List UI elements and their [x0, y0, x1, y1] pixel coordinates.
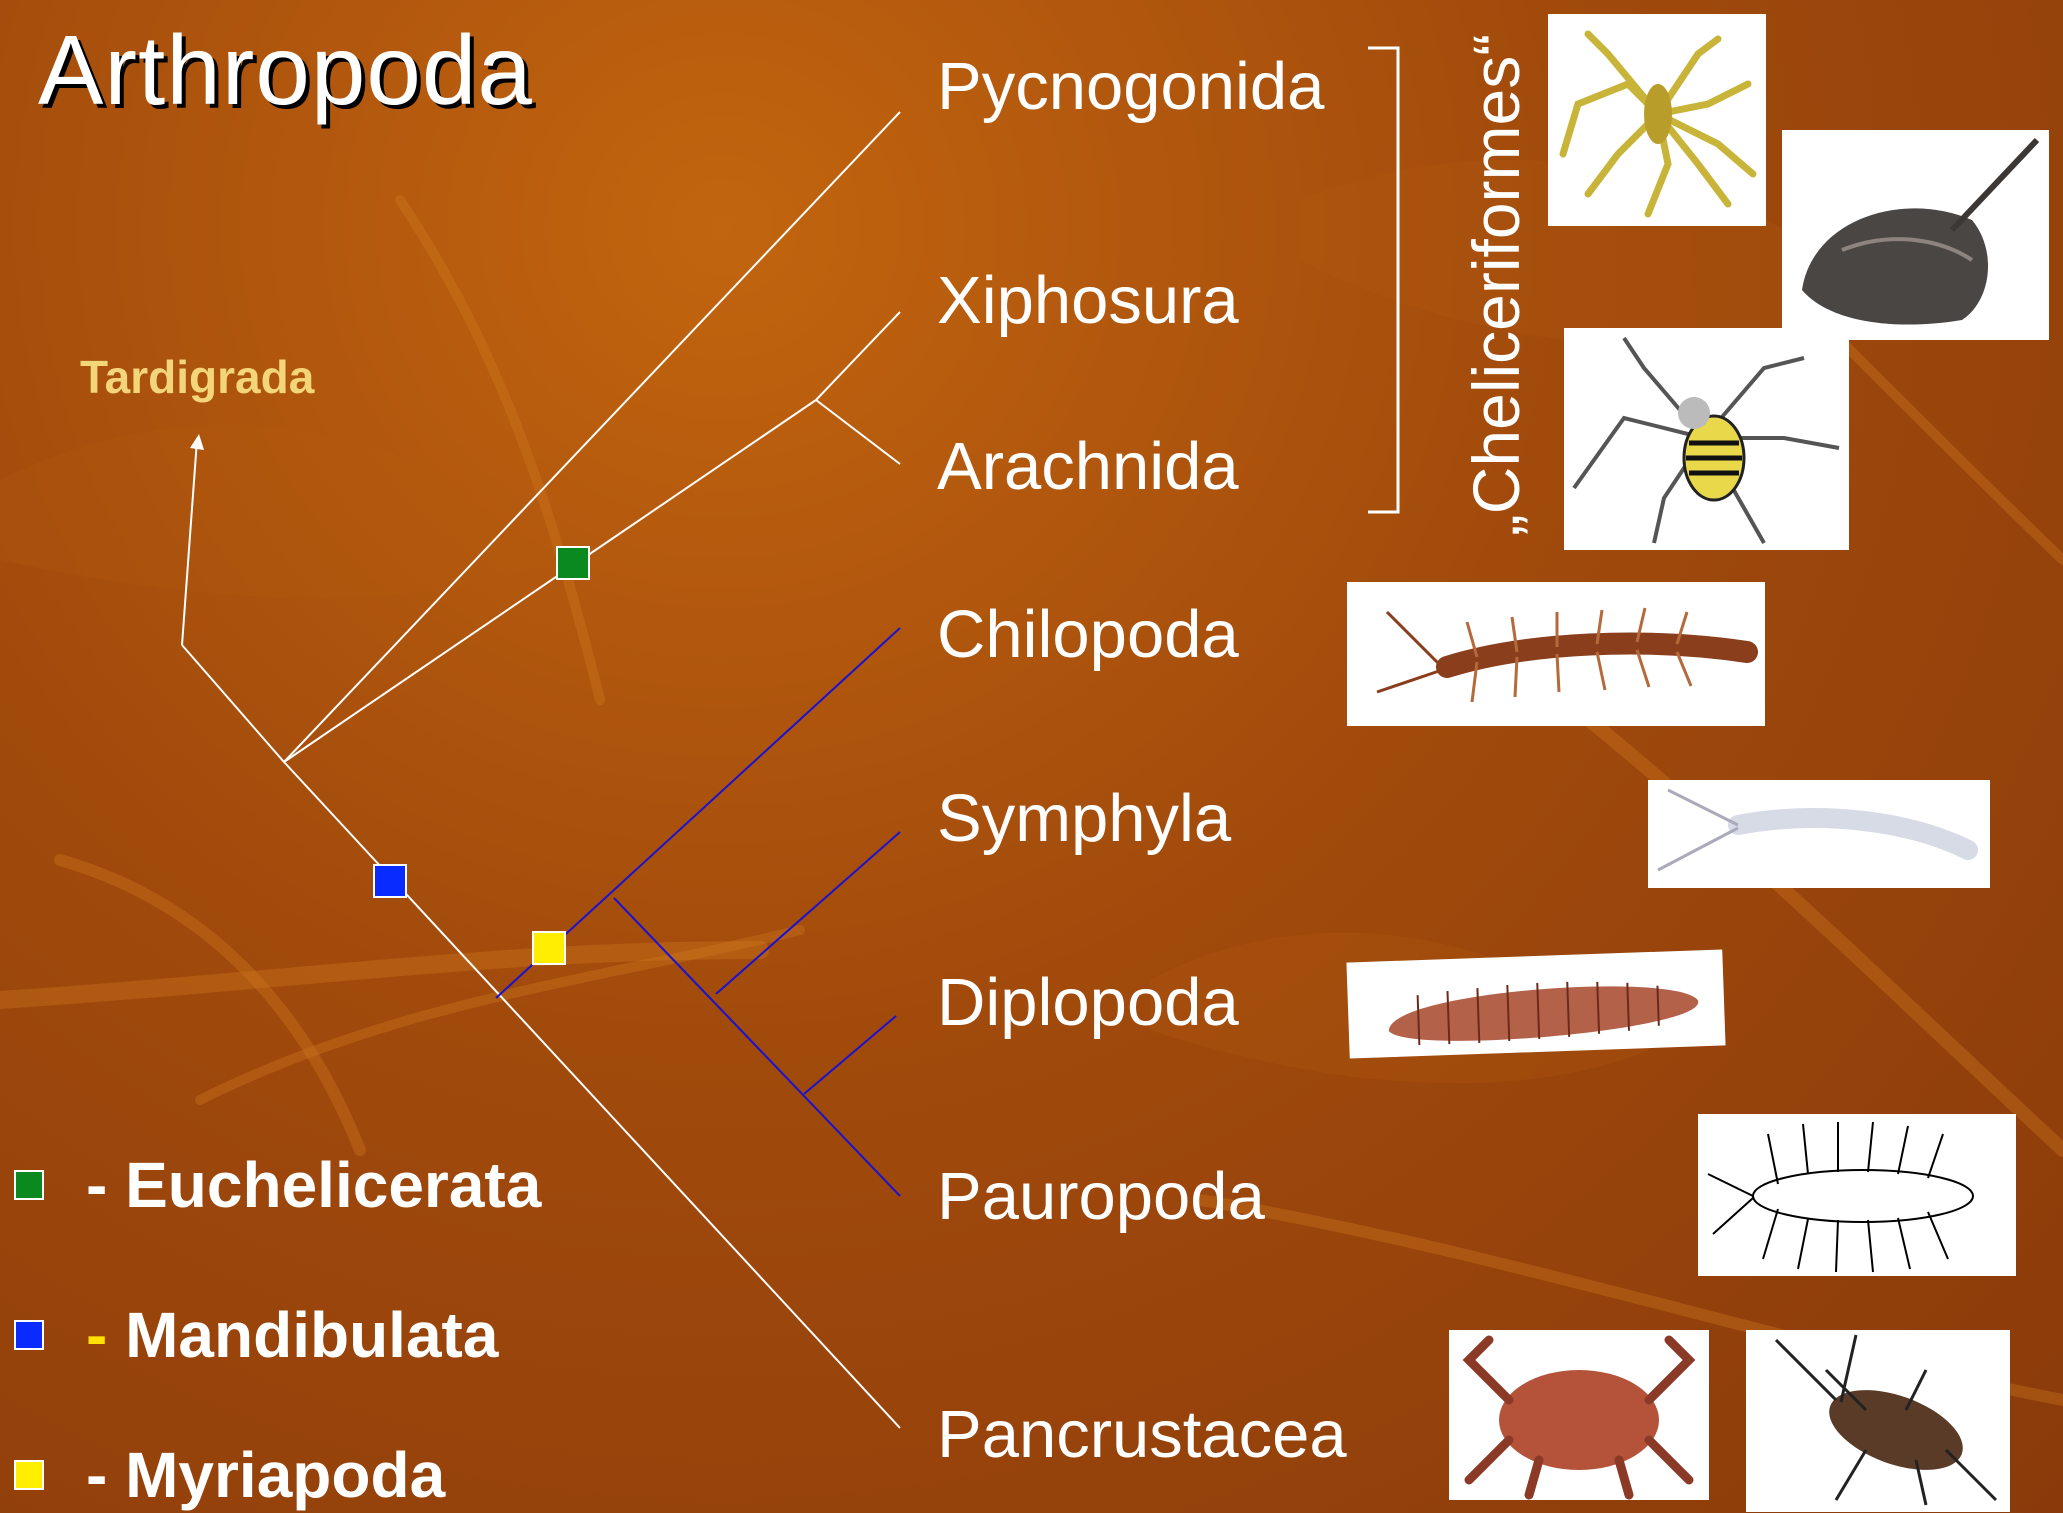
taxon-label: Pancrustacea — [937, 1396, 1347, 1473]
branch-euchelicerata — [284, 400, 816, 762]
legend-item-euchelicerata: - Euchelicerata — [14, 1150, 541, 1220]
branch-pauropoda — [614, 898, 900, 1196]
chelicerate-branches — [182, 112, 900, 1428]
legend-label: Mandibulata — [125, 1298, 498, 1372]
branch-root-tardigrada — [182, 645, 284, 762]
millipede-photo — [1346, 949, 1725, 1058]
sea-spider-photo — [1548, 14, 1766, 226]
pauropod-drawing — [1698, 1114, 2016, 1276]
legend-item-mandibulata: - Mandibulata — [14, 1300, 498, 1370]
outgroup-label: Tardigrada — [80, 350, 314, 404]
taxon-label: Pauropoda — [937, 1158, 1265, 1235]
taxon-label: Diplopoda — [937, 964, 1239, 1041]
crab-photo — [1449, 1330, 1709, 1500]
insect-photo — [1746, 1330, 2010, 1512]
tardigrada-arrowhead — [190, 434, 204, 450]
taxon-label: Symphyla — [937, 780, 1231, 857]
myriapod-branches — [496, 628, 900, 1196]
legend-item-myriapoda: - Myriapoda — [14, 1440, 445, 1510]
legend-swatch — [14, 1320, 44, 1350]
branch-tardigrada — [182, 440, 197, 645]
legend-dash: - — [86, 1438, 125, 1512]
euchelicerata-marker — [557, 547, 589, 579]
myriapoda-marker — [533, 932, 565, 964]
legend-label: Myriapoda — [125, 1438, 445, 1512]
branch-symphyla — [716, 832, 900, 994]
taxon-label: Arachnida — [937, 428, 1239, 505]
branch-pycnogonida — [284, 112, 900, 762]
bracket-label: „Cheliceriformes“ — [1461, 5, 1531, 565]
branch-diplopoda — [804, 1016, 896, 1094]
taxon-label: Xiphosura — [937, 262, 1239, 339]
horseshoe-crab-photo — [1782, 130, 2049, 340]
branch-xiphosura — [816, 312, 900, 400]
branch-arachnida — [816, 400, 900, 464]
symphylan-photo — [1648, 780, 1990, 888]
spider-photo — [1564, 328, 1849, 550]
taxon-label: Pycnogonida — [937, 48, 1324, 125]
legend-dash: - — [86, 1298, 125, 1372]
cheliceriformes-bracket — [1368, 48, 1398, 512]
taxon-label: Chilopoda — [937, 596, 1239, 673]
legend-label: Euchelicerata — [125, 1148, 541, 1222]
legend-swatch — [14, 1170, 44, 1200]
legend-dash: - — [86, 1148, 125, 1222]
legend-swatch — [14, 1460, 44, 1490]
centipede-photo — [1347, 582, 1765, 726]
slide-title: Arthropoda — [38, 14, 533, 127]
mandibulata-marker — [374, 865, 406, 897]
